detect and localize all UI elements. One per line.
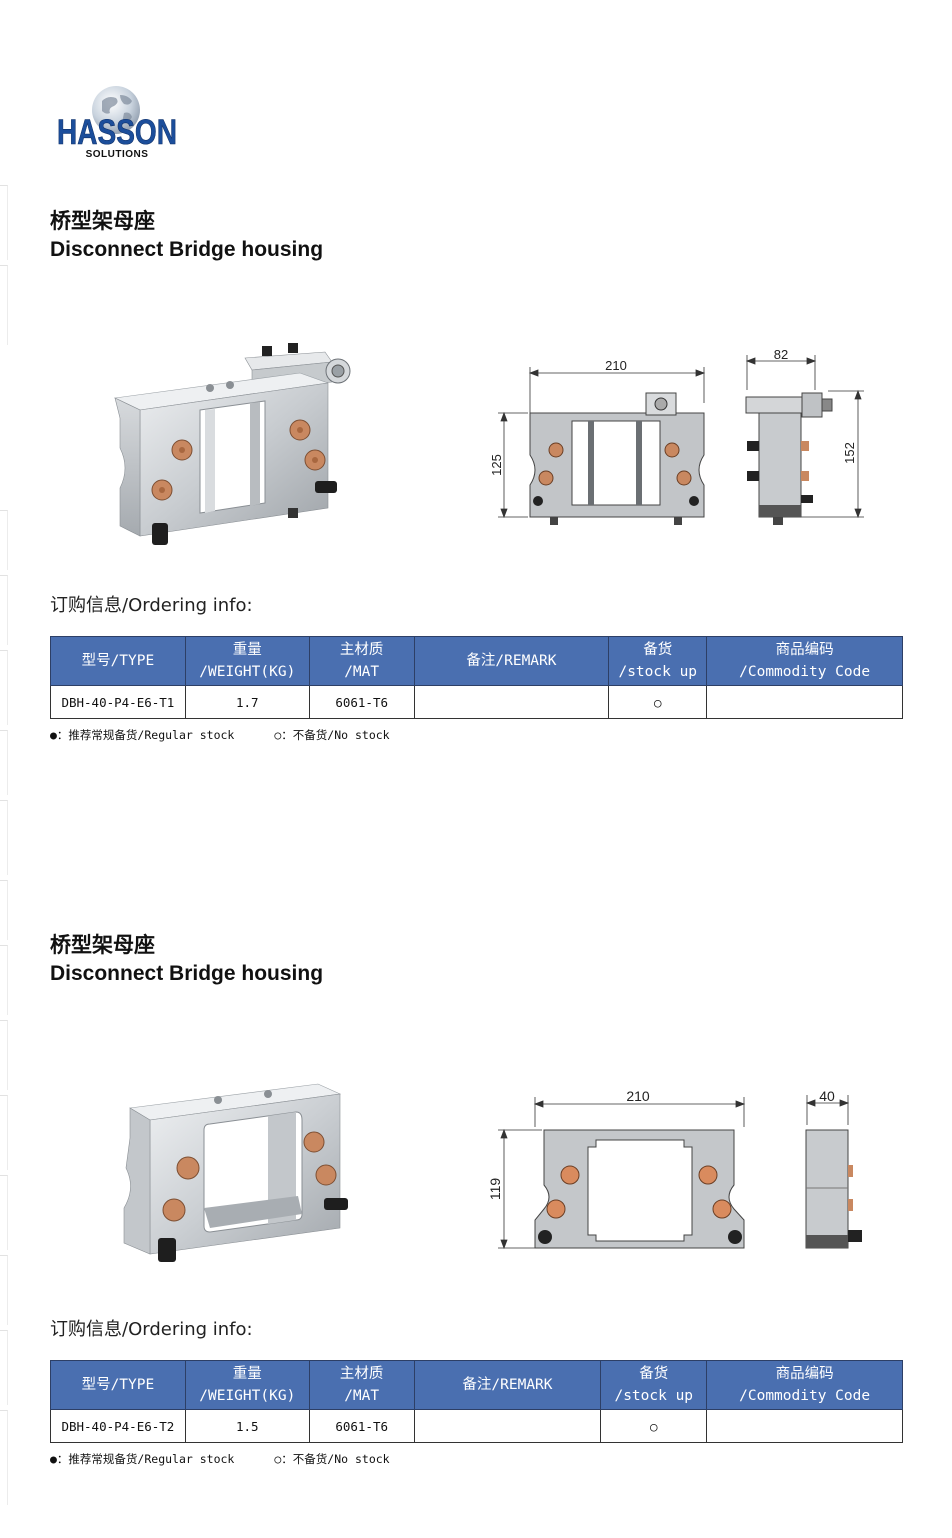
dim-front-width: 210 <box>626 1088 650 1104</box>
edge-mark <box>0 575 8 645</box>
header-stock: 备货/stock up <box>608 636 708 686</box>
edge-mark <box>0 1095 8 1170</box>
header-stock: 备货/stock up <box>600 1360 708 1410</box>
dim-front-height: 125 <box>489 454 504 476</box>
section-title-en: Disconnect Bridge housing <box>50 962 324 985</box>
edge-mark <box>0 1255 8 1325</box>
cell-type: DBH-40-P4-E6-T2 <box>50 1409 186 1443</box>
hasson-logo: HASSON SOLUTIONS <box>57 86 177 160</box>
technical-drawing-t2: 210 119 40 <box>488 1088 862 1250</box>
legend-regular-stock: ●：推荐常规备货/Regular stock <box>50 1452 235 1466</box>
cell-type: DBH-40-P4-E6-T1 <box>50 685 186 719</box>
product-photo-t1 <box>113 343 351 545</box>
edge-mark <box>0 1175 8 1250</box>
edge-mark <box>0 800 8 875</box>
header-commodity-code: 商品编码/Commodity Code <box>706 1360 903 1410</box>
cell-material: 6061-T6 <box>308 685 415 719</box>
section-title-cn: 桥型架母座 <box>50 209 155 233</box>
edge-mark <box>0 1330 8 1405</box>
legend-no-stock: ○：不备货/No stock <box>274 1452 390 1466</box>
edge-mark <box>0 1410 8 1505</box>
logo-wordmark: HASSON <box>57 113 177 152</box>
table-row: DBH-40-P4-E6-T1 1.7 6061-T6 ○ <box>50 685 903 719</box>
spec-table-t1: 型号/TYPE 重量/WEIGHT(KG) 主材质/MAT 备注/REMARK … <box>50 636 903 719</box>
dim-front-width: 210 <box>605 358 627 373</box>
header-type: 型号/TYPE <box>50 1360 186 1410</box>
header-weight: 重量/WEIGHT(KG) <box>184 1360 310 1410</box>
header-material: 主材质/MAT <box>308 636 415 686</box>
stock-legend-2: ●：推荐常规备货/Regular stock ○：不备货/No stock <box>50 1451 390 1467</box>
product-photo-t2 <box>123 1083 348 1262</box>
header-type: 型号/TYPE <box>50 636 186 686</box>
page-edge-marks <box>0 0 8 1538</box>
ordering-info-label: 订购信息/Ordering info: <box>50 595 253 616</box>
table-row: DBH-40-P4-E6-T2 1.5 6061-T6 ○ <box>50 1409 903 1443</box>
section-title-en: Disconnect Bridge housing <box>50 238 324 261</box>
header-remark: 备注/REMARK <box>413 1360 602 1410</box>
legend-regular-stock: ●：推荐常规备货/Regular stock <box>50 728 235 742</box>
spec-table-t2: 型号/TYPE 重量/WEIGHT(KG) 主材质/MAT 备注/REMARK … <box>50 1360 903 1443</box>
product-section-2: 桥型架母座 Disconnect Bridge housing <box>0 929 952 1489</box>
edge-mark <box>0 945 8 1015</box>
cell-material: 6061-T6 <box>308 1409 415 1443</box>
product-section-1: 桥型架母座 Disconnect Bridge housing <box>0 205 952 765</box>
section-title-cn: 桥型架母座 <box>50 933 155 957</box>
table-header-row: 型号/TYPE 重量/WEIGHT(KG) 主材质/MAT 备注/REMARK … <box>50 636 903 686</box>
cell-weight: 1.5 <box>184 1409 310 1443</box>
edge-mark <box>0 880 8 940</box>
edge-mark <box>0 185 8 260</box>
ordering-info-label: 订购信息/Ordering info: <box>50 1319 253 1340</box>
cell-commodity-code <box>706 685 903 719</box>
header-commodity-code: 商品编码/Commodity Code <box>706 636 903 686</box>
cell-remark <box>413 685 610 719</box>
cell-weight: 1.7 <box>184 685 310 719</box>
technical-drawing-t1: 210 125 82 152 <box>489 347 864 525</box>
dim-side-width: 82 <box>774 347 788 362</box>
edge-mark <box>0 265 8 345</box>
header-weight: 重量/WEIGHT(KG) <box>184 636 310 686</box>
header-material: 主材质/MAT <box>308 1360 415 1410</box>
cell-commodity-code <box>706 1409 903 1443</box>
edge-mark <box>0 1020 8 1090</box>
edge-mark <box>0 650 8 725</box>
header-remark: 备注/REMARK <box>413 636 610 686</box>
dim-side-width: 40 <box>819 1088 835 1104</box>
edge-mark <box>0 510 8 570</box>
dim-front-height: 119 <box>488 1178 503 1201</box>
table-header-row: 型号/TYPE 重量/WEIGHT(KG) 主材质/MAT 备注/REMARK … <box>50 1360 903 1410</box>
cell-stock: ○ <box>608 685 708 719</box>
cell-remark <box>413 1409 602 1443</box>
dim-side-height: 152 <box>842 442 857 464</box>
stock-legend-1: ●：推荐常规备货/Regular stock ○：不备货/No stock <box>50 727 390 743</box>
cell-stock: ○ <box>600 1409 708 1443</box>
edge-mark <box>0 730 8 795</box>
legend-no-stock: ○：不备货/No stock <box>274 728 390 742</box>
logo-tagline: SOLUTIONS <box>86 149 149 160</box>
